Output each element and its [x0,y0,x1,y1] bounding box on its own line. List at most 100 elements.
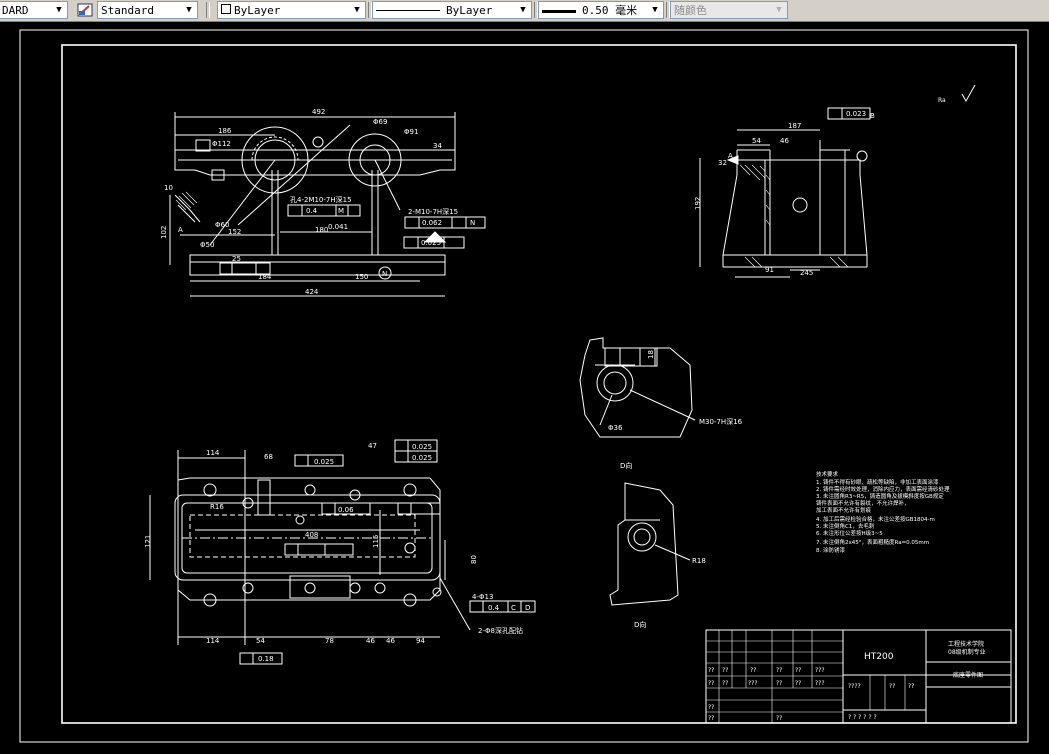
svg-text:180: 180 [315,226,328,234]
svg-text:408: 408 [305,531,318,539]
svg-text:68: 68 [264,453,273,461]
outer-frame [19,29,1029,743]
svg-text:??: ?? [722,680,728,687]
model-space-canvas[interactable]: 492 186 Φ112 Φ60 Φ91 Φ69 34 102 152 180 … [0,22,1049,750]
svg-text:??: ?? [908,683,914,690]
svg-text:Φ69: Φ69 [373,118,387,126]
svg-text:47: 47 [368,442,377,450]
svg-text:192: 192 [694,197,702,210]
svg-text:0.025: 0.025 [421,239,441,247]
svg-text:0.18: 0.18 [258,655,274,663]
plot-style-dropdown[interactable]: 随颜色 ▼ [670,1,788,19]
svg-text:Φ50: Φ50 [200,241,214,249]
svg-text:铸件表面不允许有裂纹，不允许焊补，: 铸件表面不允许有裂纹，不允许焊补， [816,499,910,507]
svg-text:??: ?? [889,683,895,690]
svg-text:???: ??? [748,680,758,687]
text-style-manager-button[interactable] [75,1,95,19]
text-style-icon [77,3,93,17]
svg-text:78: 78 [325,637,334,645]
svg-text:D向: D向 [620,461,632,470]
technical-notes: 技术要求 1. 铸件不得有砂眼、疏松等缺陷，非加工表面涂漆 2. 铸件需经时效处… [816,470,950,554]
chevron-down-icon[interactable]: ▼ [776,5,782,15]
svg-text:??: ?? [708,667,714,674]
svg-text:25: 25 [232,255,241,263]
svg-text:10: 10 [164,184,173,192]
svg-text:??: ?? [722,667,728,674]
svg-text:114: 114 [206,637,220,645]
chevron-down-icon[interactable]: ▼ [652,5,658,15]
svg-text:4-Φ13: 4-Φ13 [472,593,493,601]
cad-drawing[interactable]: 492 186 Φ112 Φ60 Φ91 Φ69 34 102 152 180 … [0,22,1049,750]
svg-text:0.041: 0.041 [328,223,348,231]
svg-text:M30-7H深16: M30-7H深16 [699,417,743,426]
top-view [149,439,536,665]
svg-text:8. 涂防锈漆: 8. 涂防锈漆 [816,546,845,554]
svg-text:??: ?? [750,667,756,674]
properties-toolbar: DARD ▼ Standard ▼ ByLayer ▼ ByLayer ▼ 0.… [0,0,1049,22]
chevron-down-icon[interactable]: ▼ [56,5,62,15]
chevron-down-icon[interactable]: ▼ [186,5,192,15]
text-style-tail-label: DARD [2,3,29,17]
svg-text:186: 186 [218,127,232,135]
svg-text:HT200: HT200 [864,652,894,662]
text-style-tail-dropdown[interactable]: DARD ▼ [0,1,68,19]
svg-text:孔4-2M10-7H深15: 孔4-2M10-7H深15 [290,195,352,204]
side-view-text: 187 54 46 32 192 91 245 0.023 B A [694,110,875,277]
svg-text:152: 152 [228,228,241,236]
linetype-preview-icon [376,10,440,11]
svg-text:Φ36: Φ36 [608,424,623,432]
text-style-label: Standard [101,3,154,17]
side-view [699,107,871,278]
detail-view [579,337,696,438]
toolbar-separator [534,2,538,18]
svg-text:94: 94 [416,637,425,645]
svg-text:54: 54 [752,137,761,145]
svg-text:424: 424 [305,288,319,296]
svg-text:0.062: 0.062 [422,219,442,227]
svg-text:2-M10-7H深15: 2-M10-7H深15 [408,207,458,216]
svg-text:R18: R18 [692,557,706,565]
lineweight-preview-icon [542,9,576,13]
svg-text:184: 184 [258,273,272,281]
svg-text:C: C [511,604,516,612]
svg-text:??: ?? [776,715,782,722]
svg-text:187: 187 [788,122,801,130]
title-block [705,629,1012,724]
svg-text:D向: D向 [634,620,646,629]
section-view-text: D向 R18 D向 [620,461,706,629]
svg-text:3. 未注圆角R3~R5，铸造圆角及拔模斜度按GB规定: 3. 未注圆角R3~R5，铸造圆角及拔模斜度按GB规定 [816,492,944,500]
color-control-dropdown[interactable]: ByLayer ▼ [217,1,366,19]
svg-text:? ? ? ? ? ?: ? ? ? ? ? ? [848,714,877,721]
linetype-dropdown[interactable]: ByLayer ▼ [372,1,532,19]
svg-text:技术要求: 技术要求 [816,470,839,478]
svg-text:150: 150 [355,273,368,281]
svg-text:B: B [870,112,875,120]
svg-text:Φ112: Φ112 [212,140,231,148]
svg-text:M: M [338,207,344,215]
color-swatch-icon [221,3,231,14]
inner-frame [61,44,1017,724]
title-block-text: HT200 工程技术学院 08级机制专业 底座零件图 ?? ?? ?? ?? ?… [708,640,986,722]
chevron-down-icon[interactable]: ▼ [354,5,360,15]
svg-text:2. 铸件需经时效处理，消除内应力，表面需经清砂处理: 2. 铸件需经时效处理，消除内应力，表面需经清砂处理 [816,485,950,493]
toolbar-separator [666,2,670,18]
top-view-text: 114 68 47 0.025 0.025 0.025 R16 408 121 … [144,442,530,663]
svg-text:0.06: 0.06 [338,506,354,514]
svg-text:54: 54 [256,637,265,645]
text-style-dropdown[interactable]: Standard ▼ [97,1,198,19]
svg-text:115: 115 [372,535,380,548]
svg-text:N: N [470,219,475,227]
toolbar-separator [206,2,210,18]
svg-text:32: 32 [718,159,727,167]
svg-text:??: ?? [776,667,782,674]
svg-text:???: ??? [815,667,825,674]
lineweight-dropdown[interactable]: 0.50 毫米 ▼ [538,1,664,19]
toolbar-separator [368,2,372,18]
svg-text:4. 加工后需经检验合格，未注公差按GB1804-m: 4. 加工后需经检验合格，未注公差按GB1804-m [816,515,935,523]
svg-text:46: 46 [386,637,395,645]
lineweight-value: 0.50 [582,4,609,17]
roughness-symbol: Ra [938,84,976,104]
chevron-down-icon[interactable]: ▼ [520,5,526,15]
front-view [169,112,486,297]
svg-text:N: N [382,270,387,278]
